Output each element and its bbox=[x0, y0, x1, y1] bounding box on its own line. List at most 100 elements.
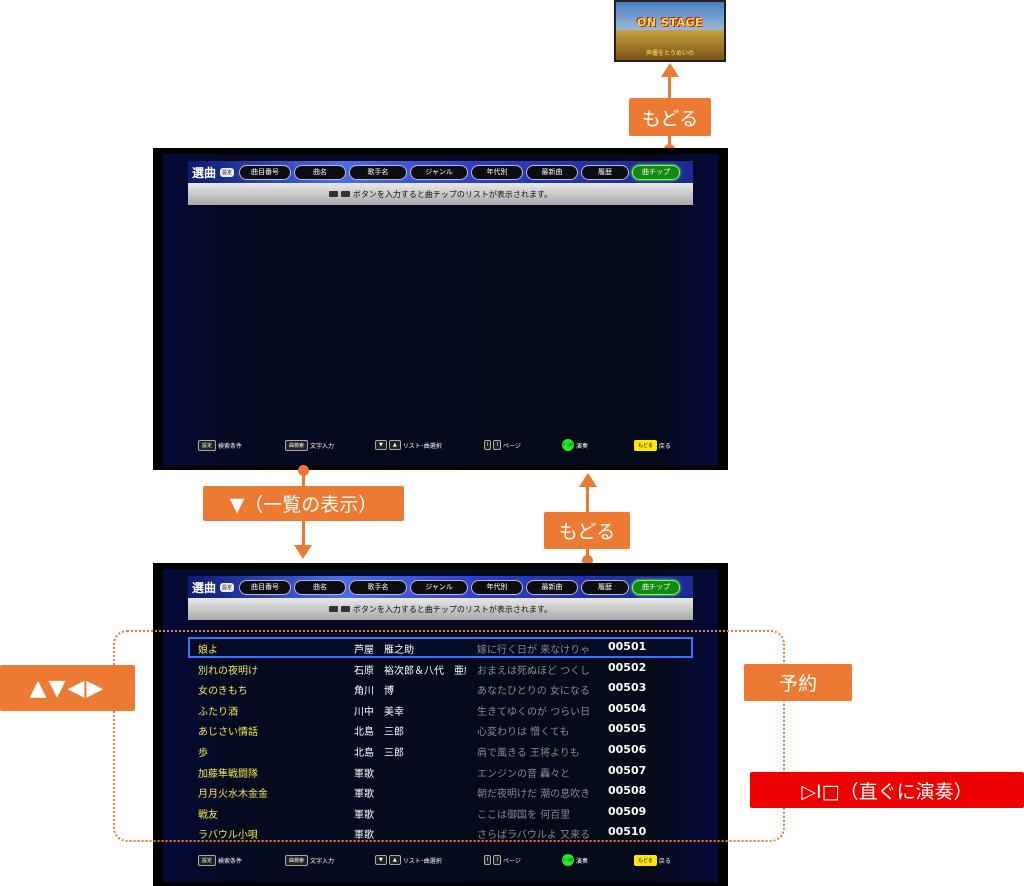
arrow-up-to-thumbnail bbox=[661, 63, 679, 77]
page-left-key[interactable]: I bbox=[484, 855, 492, 865]
karaoke-screen-list: 選曲 設定 曲目番号 曲名 歌手名 ジャンル 年代別 最新曲 履歴 曲チップ ボ… bbox=[153, 563, 728, 886]
tab-history[interactable]: 履歴 bbox=[581, 164, 630, 180]
song-lyric: 生きてゆくのが つらい日は bbox=[477, 706, 589, 718]
settings-key[interactable]: 設定 bbox=[198, 854, 217, 866]
song-number: 00505 bbox=[608, 722, 647, 736]
screen-background bbox=[163, 154, 718, 466]
song-lyric: 嫁に行く日が 来なけりゃ bbox=[477, 645, 589, 656]
brand-title: 選曲 bbox=[192, 580, 217, 595]
tab-artist[interactable]: 歌手名 bbox=[349, 164, 408, 180]
song-artist: 角川 博 bbox=[354, 686, 394, 698]
song-lyric: 肩で風きる 王将よりも bbox=[477, 747, 580, 759]
tab-newest[interactable]: 最新曲 bbox=[526, 164, 579, 180]
tab-song-number[interactable]: 曲目番号 bbox=[239, 164, 292, 180]
button-guide-bar: 設定 検索条件 曲検索 文字入力 ▼ ▲ リスト･曲選択 I I ページ ﾃﾞｨ… bbox=[188, 436, 693, 454]
tab-song-chip[interactable]: 曲チップ bbox=[632, 579, 681, 595]
navigate-label: ▲▼◀▶ bbox=[0, 665, 135, 711]
list-label: リスト･曲選択 bbox=[402, 857, 442, 865]
tab-artist[interactable]: 歌手名 bbox=[349, 579, 408, 595]
connector-dot bbox=[582, 555, 593, 566]
connector-line bbox=[302, 521, 305, 545]
search-label: 文字入力 bbox=[310, 442, 335, 450]
settings-key[interactable]: 設定 bbox=[220, 167, 235, 177]
page-right-key[interactable]: I bbox=[493, 855, 501, 865]
page-label: ページ bbox=[502, 442, 521, 450]
connector-line bbox=[668, 136, 671, 150]
tab-genre[interactable]: ジャンル bbox=[410, 164, 469, 180]
play-now-label: ▷I□（直ぐに演奏） bbox=[750, 772, 1024, 808]
back-key[interactable]: もどる bbox=[634, 854, 657, 866]
karaoke-screen-empty: 選曲 設定 曲目番号 曲名 歌手名 ジャンル 年代別 最新曲 履歴 曲チップ ボ… bbox=[153, 148, 728, 470]
settings-key[interactable]: 設定 bbox=[220, 582, 235, 592]
song-lyric: エンジンの音 轟々と bbox=[477, 768, 571, 780]
list-down-key[interactable]: ▼ bbox=[375, 440, 387, 450]
list-up-key[interactable]: ▲ bbox=[388, 440, 401, 450]
settings-key[interactable]: 設定 bbox=[198, 439, 217, 451]
play-key[interactable]: ﾃﾞｨｽｸ bbox=[562, 854, 574, 866]
play-label: 演奏 bbox=[576, 857, 589, 865]
song-number: 00502 bbox=[608, 660, 647, 674]
tab-song-chip[interactable]: 曲チップ bbox=[632, 164, 681, 180]
song-artist: 石原 裕次郎＆八代 亜紀 bbox=[354, 665, 466, 677]
song-artist: 軍歌 bbox=[354, 830, 374, 842]
song-title: 娘よ bbox=[198, 645, 218, 656]
connector-line bbox=[668, 76, 671, 98]
page-right-key[interactable]: I bbox=[493, 440, 501, 450]
search-key[interactable]: 曲検索 bbox=[285, 439, 309, 451]
tab-song-name[interactable]: 曲名 bbox=[294, 164, 347, 180]
song-title: 加藤隼戦闘隊 bbox=[198, 768, 258, 780]
song-lyric: あなたひとりの 女になる bbox=[477, 686, 589, 698]
tab-history[interactable]: 履歴 bbox=[581, 579, 630, 595]
instruction-bar: ボタンを入力すると曲チップのリストが表示されます。 bbox=[188, 598, 693, 620]
settings-label: 検索条件 bbox=[218, 857, 243, 865]
remote-key-icon bbox=[340, 606, 350, 612]
screen-background bbox=[163, 569, 718, 882]
tab-song-name[interactable]: 曲名 bbox=[294, 579, 347, 595]
play-key[interactable]: ﾃﾞｨｽｸ bbox=[562, 439, 574, 451]
song-number: 00510 bbox=[608, 825, 647, 839]
instruction-text: ボタンを入力すると曲チップのリストが表示されます。 bbox=[352, 604, 553, 614]
thumbnail-logo: ON STAGE bbox=[636, 16, 703, 29]
previous-screen-thumbnail: ON STAGE 声優をとうめいの bbox=[614, 0, 726, 62]
song-lyric: 朝だ夜明けだ 潮の息吹き bbox=[477, 789, 589, 801]
button-guide-bar: 設定 検索条件 曲検索 文字入力 ▼ ▲ リスト･曲選択 I I ページ ﾃﾞｨ… bbox=[188, 851, 693, 869]
search-key[interactable]: 曲検索 bbox=[285, 854, 309, 866]
connector-line bbox=[586, 549, 589, 559]
list-down-key[interactable]: ▼ bbox=[375, 855, 387, 865]
tab-genre[interactable]: ジャンル bbox=[410, 579, 469, 595]
back-key[interactable]: もどる bbox=[634, 439, 657, 451]
song-title: 月月火水木金金 bbox=[198, 789, 268, 801]
settings-label: 検索条件 bbox=[218, 442, 243, 450]
show-list-label: ▼（一覧の表示） bbox=[203, 486, 404, 521]
list-label: リスト･曲選択 bbox=[402, 442, 442, 450]
thumbnail-subtitle: 声優をとうめいの bbox=[645, 50, 694, 57]
tab-by-year[interactable]: 年代別 bbox=[471, 579, 524, 595]
song-artist: 北島 三郎 bbox=[354, 727, 404, 739]
remote-key-icon bbox=[328, 191, 338, 197]
song-artist: 芦屋 雁之助 bbox=[354, 645, 414, 656]
song-title: ふたり酒 bbox=[198, 706, 238, 718]
tab-newest[interactable]: 最新曲 bbox=[526, 579, 579, 595]
song-title: 女のきもち bbox=[198, 686, 248, 698]
connector-dot bbox=[298, 465, 309, 476]
play-label: 演奏 bbox=[576, 442, 589, 450]
remote-key-icon bbox=[340, 191, 350, 197]
list-up-key[interactable]: ▲ bbox=[388, 855, 401, 865]
page-left-key[interactable]: I bbox=[484, 440, 492, 450]
tab-by-year[interactable]: 年代別 bbox=[471, 164, 524, 180]
tab-song-number[interactable]: 曲目番号 bbox=[239, 579, 292, 595]
back-label-top: もどる bbox=[629, 98, 711, 136]
song-number: 00504 bbox=[608, 701, 647, 715]
song-artist: 北島 三郎 bbox=[354, 747, 404, 759]
